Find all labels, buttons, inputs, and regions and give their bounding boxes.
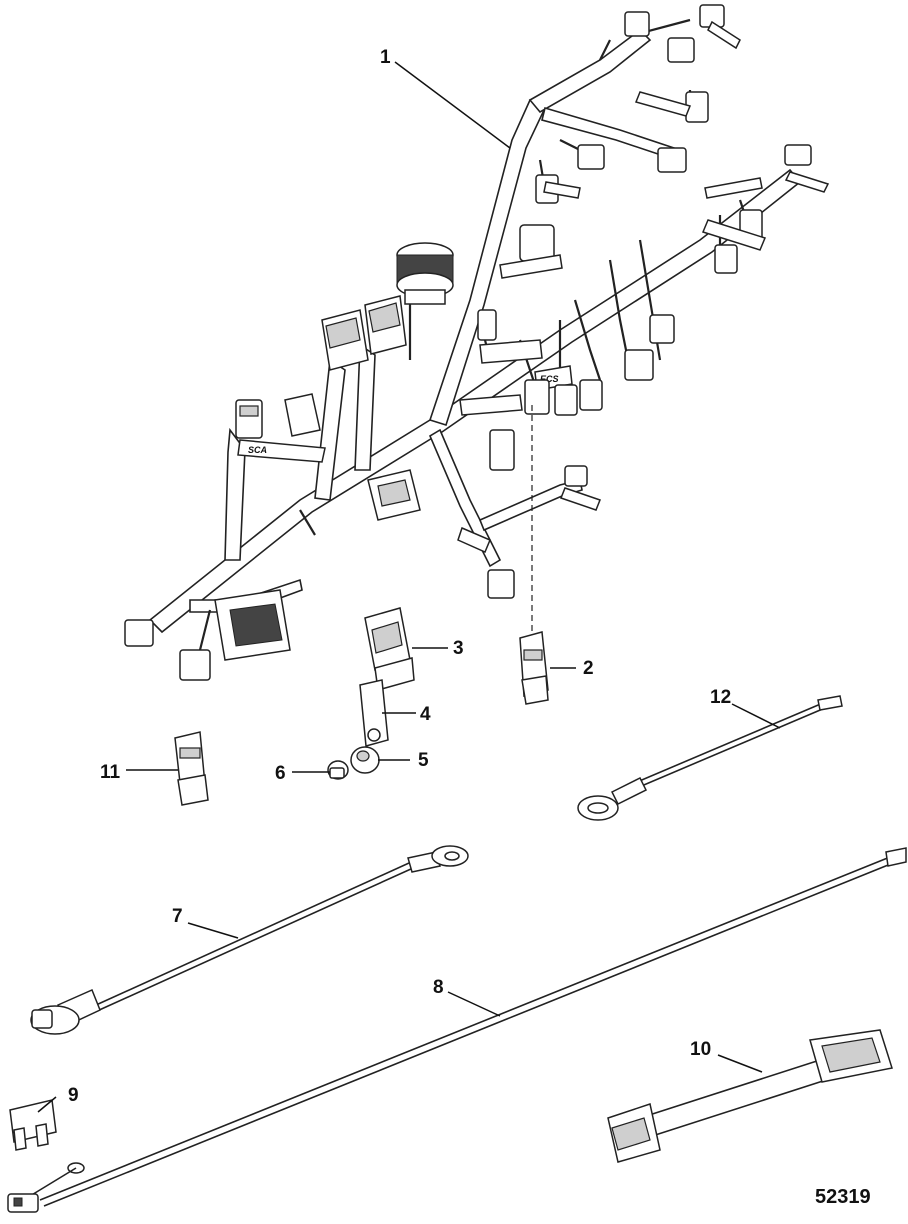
part-11-connector <box>174 731 209 806</box>
part-7-lead <box>30 845 469 1035</box>
harness-tag-center-text: ECS <box>540 374 559 384</box>
sensor-connector-left-a <box>235 399 263 439</box>
callout-2: 2 <box>583 658 594 679</box>
figure-number: 52319 <box>815 1186 871 1208</box>
connector-right-cluster <box>499 144 830 381</box>
end-connector-lower-left <box>124 619 154 647</box>
part-2-connector <box>519 631 549 705</box>
part-12-ground-lead <box>577 695 843 821</box>
part-8-long-lead <box>7 847 907 1213</box>
part-4-clip <box>359 679 389 747</box>
part-5-grommet <box>350 746 380 774</box>
callout-11: 11 <box>100 762 121 783</box>
coil-connector-lower <box>214 589 291 661</box>
callout-7: 7 <box>172 906 183 927</box>
harness-tag-left: SCA <box>237 439 326 463</box>
callout-1: 1 <box>380 47 391 68</box>
callout-labels: 1 2 3 4 5 6 7 8 9 10 11 12 <box>68 47 731 1106</box>
part-10-adapter-harness <box>607 1029 893 1163</box>
callout-9: 9 <box>68 1085 79 1106</box>
ecm-connector-left <box>321 309 369 371</box>
connector-center-cluster <box>459 309 603 471</box>
callout-10: 10 <box>690 1039 711 1060</box>
callout-12: 12 <box>710 687 731 708</box>
part-3-relay-connector <box>364 607 415 691</box>
callout-4: 4 <box>420 704 431 725</box>
part-9-fuse <box>9 1099 57 1151</box>
ecm-connector-right <box>364 295 407 355</box>
callout-5: 5 <box>418 750 429 771</box>
end-connector-lower-left-b <box>179 649 211 681</box>
callout-6: 6 <box>275 763 286 784</box>
connector-top-cluster <box>535 4 741 204</box>
main-engine-harness: SCA <box>124 4 830 681</box>
harness-tag-left-text: SCA <box>248 445 267 455</box>
sensor-lower-right <box>457 465 601 599</box>
callout-8: 8 <box>433 977 444 998</box>
round-connector <box>396 242 454 305</box>
part-6-plug <box>327 760 349 780</box>
sensor-connector-left-b <box>284 393 321 437</box>
leader-lines <box>37 61 781 1113</box>
fuse-block-connector <box>367 469 421 521</box>
callout-3: 3 <box>453 638 464 659</box>
